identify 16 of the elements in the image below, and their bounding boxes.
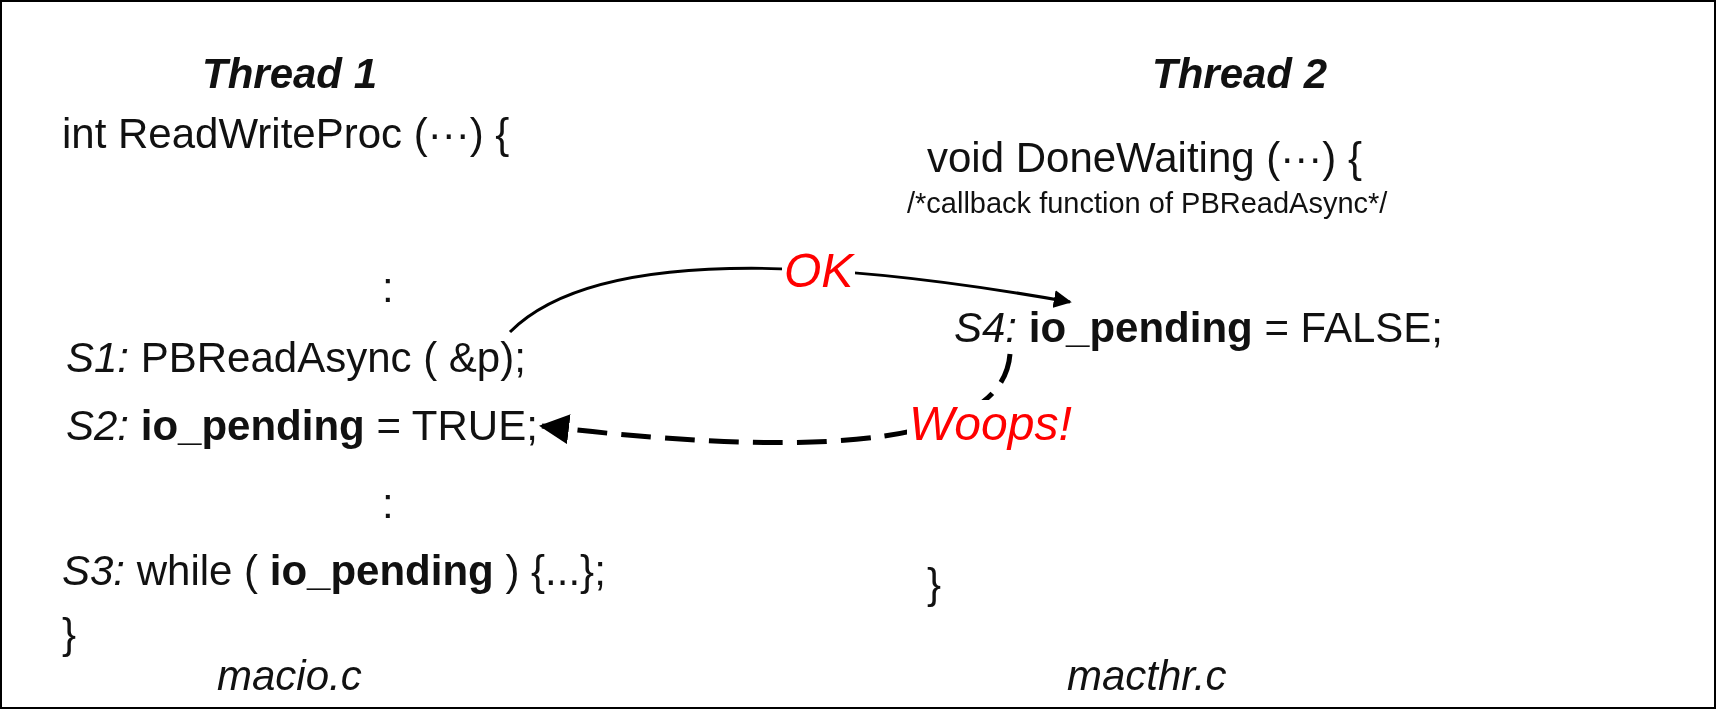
code-statement: S1: PBReadAsync ( &p); [62,332,530,385]
edge-label: Woops! [907,400,1074,448]
thread-heading: Thread 1 [202,50,378,99]
code-statement: S4: io_pending = FALSE; [950,302,1447,355]
code-ellipsis: : [382,480,394,529]
thread-heading: Thread 2 [1152,50,1328,99]
code-line: S3: while ( io_pending ) {...}; [62,547,606,596]
closing-brace: } [927,560,942,609]
code-statement: S2: io_pending = TRUE; [62,400,542,453]
code-ellipsis: : [382,264,394,313]
closing-brace: } [62,610,77,659]
file-name: macthr.c [1067,652,1227,701]
code-line: void DoneWaiting (···) { [927,134,1362,183]
file-name: macio.c [217,652,362,701]
code-comment: /*callback function of PBReadAsync*/ [907,187,1388,221]
code-line: int ReadWriteProc (···) { [62,110,510,159]
